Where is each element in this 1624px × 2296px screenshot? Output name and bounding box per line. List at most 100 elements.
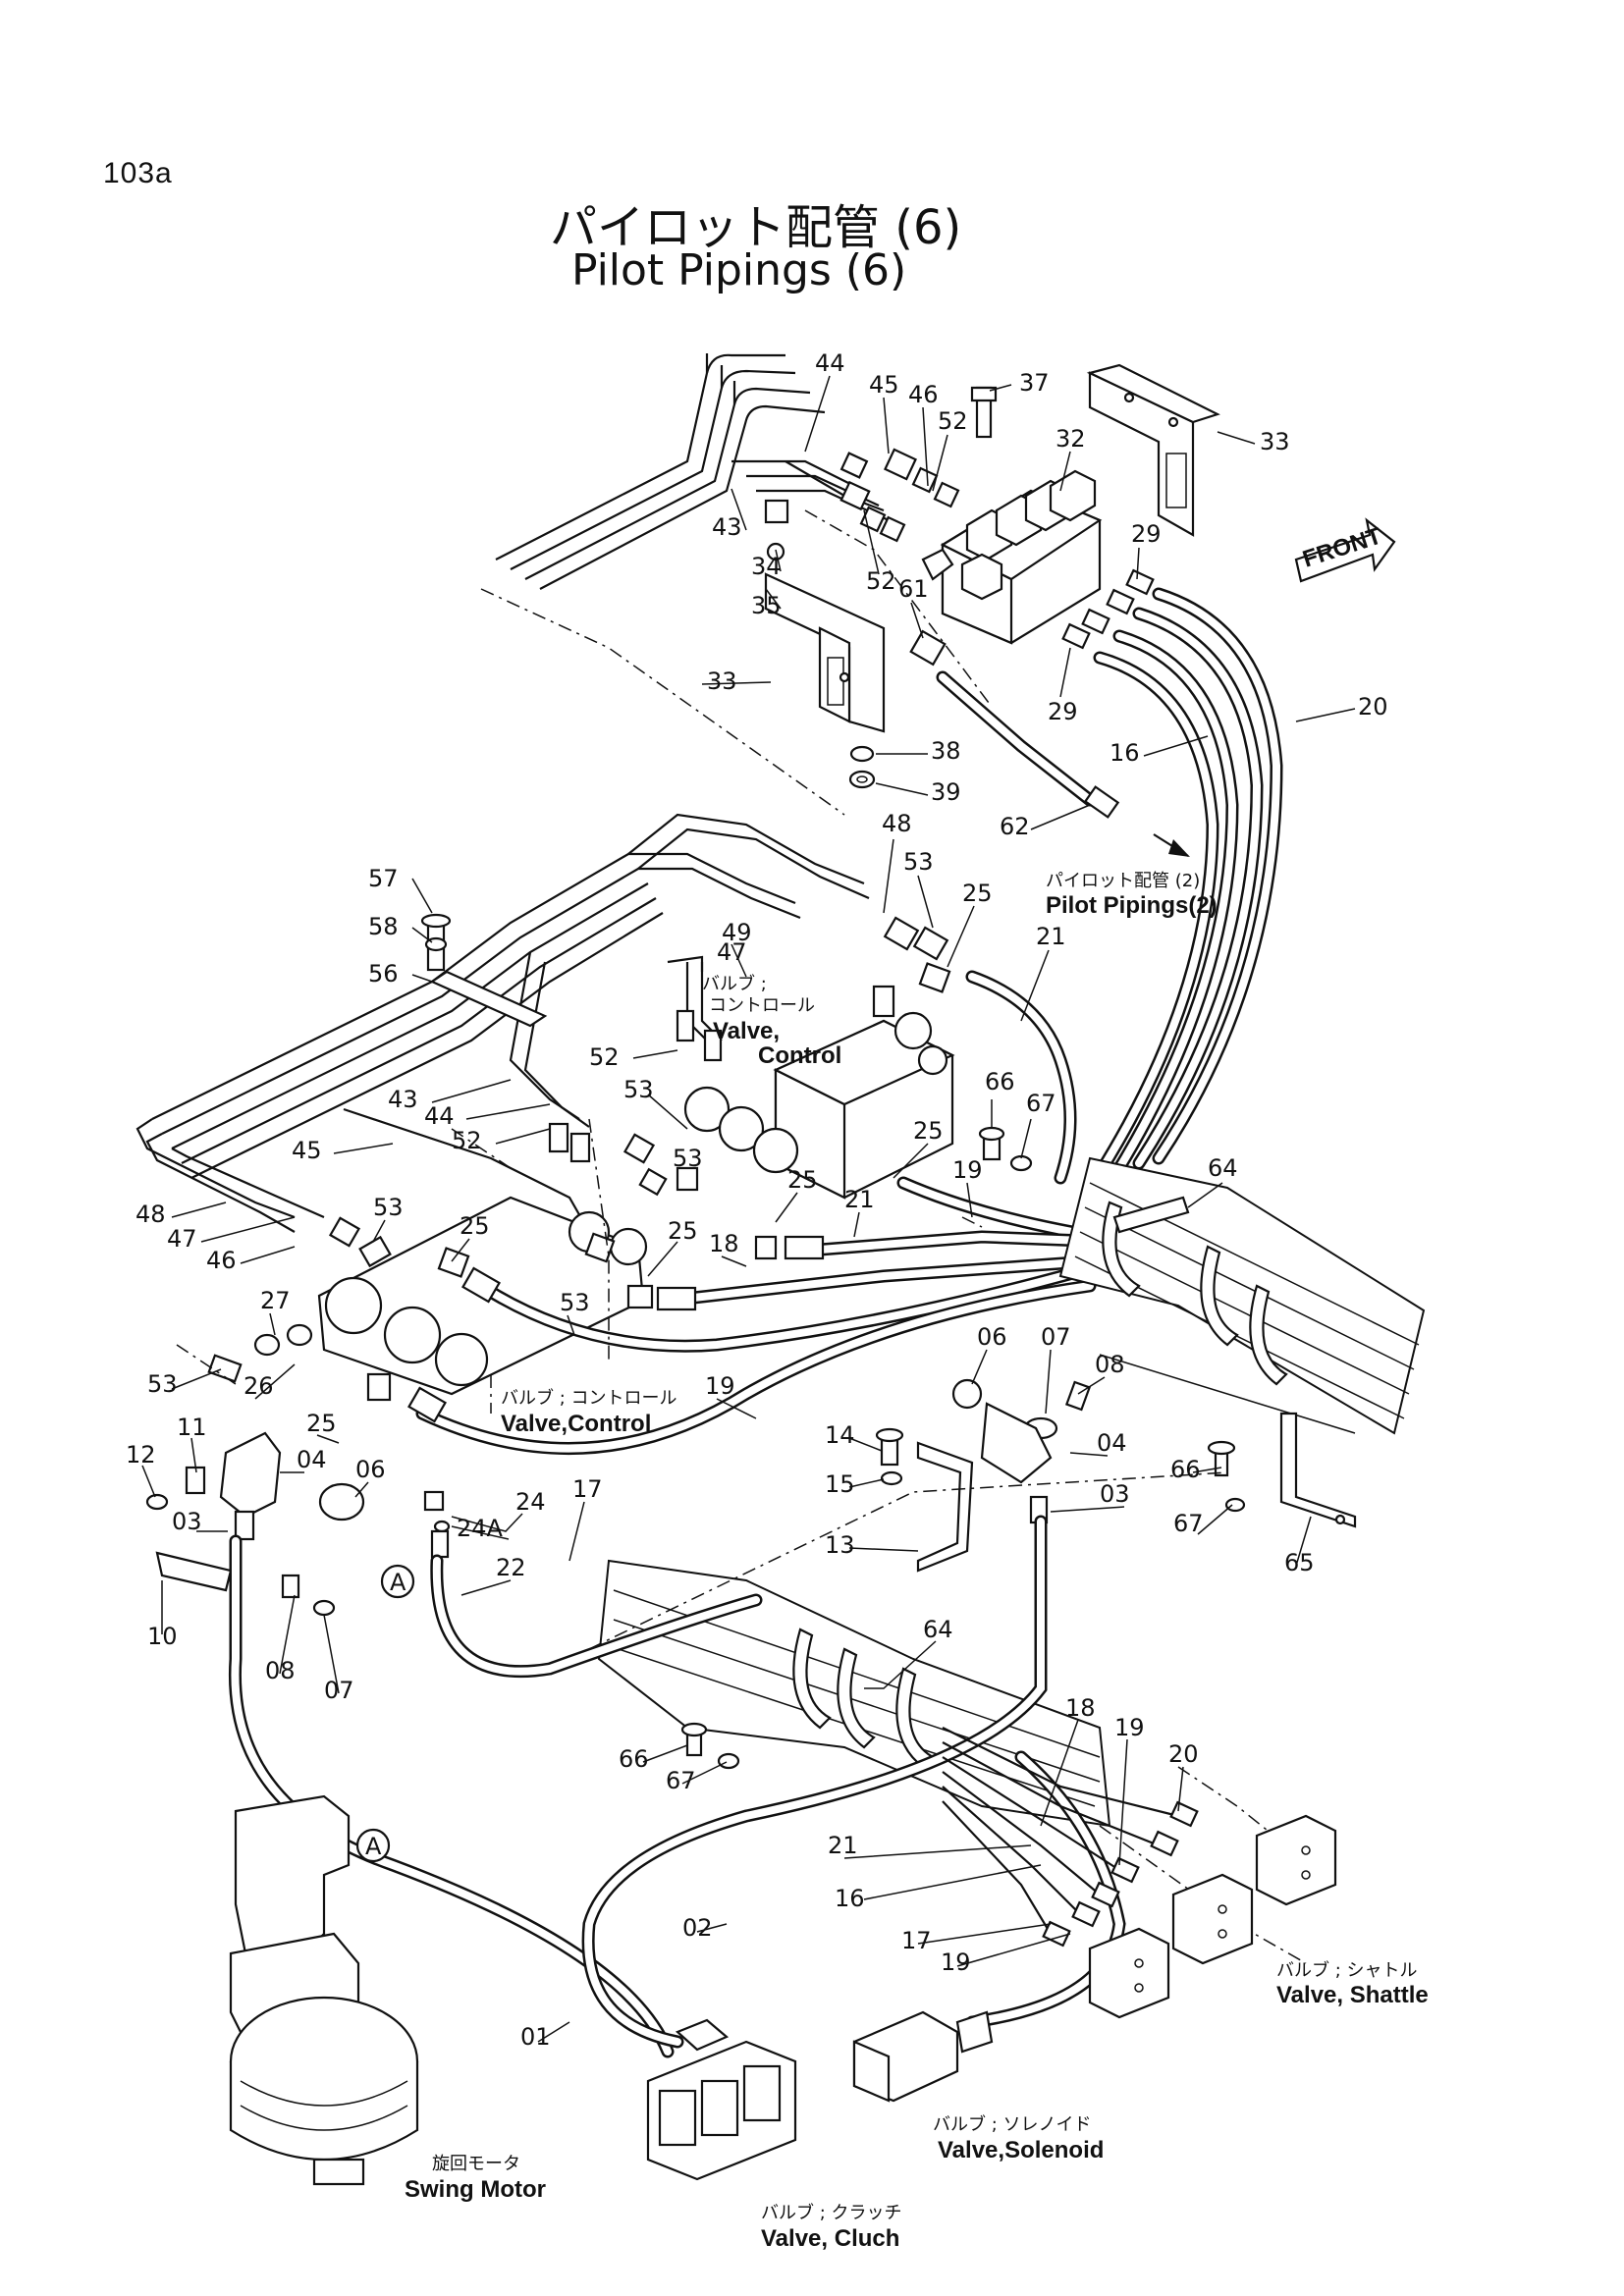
front-arrow: FRONT: [1294, 517, 1396, 583]
callout-19: 19: [1114, 1714, 1145, 1741]
callout-21: 21: [828, 1832, 858, 1859]
caption-control-top-en-1: Valve,: [713, 1018, 780, 1044]
callout-37: 37: [1019, 369, 1050, 397]
callout-21: 21: [1036, 923, 1066, 950]
callout-08: 08: [1095, 1351, 1125, 1378]
callout-47: 47: [717, 938, 747, 966]
washer-nut-38-39: [848, 745, 876, 789]
control-block-32: [921, 469, 1103, 645]
caption-swing-jp: 旋回モータ: [432, 2154, 520, 2174]
upper-dashed-outline: [480, 509, 993, 816]
control-valve-block-upper: [683, 1011, 955, 1200]
callout-32: 32: [1056, 425, 1086, 453]
callout-67: 67: [1026, 1090, 1056, 1117]
callout-33: 33: [1260, 428, 1290, 455]
caption-control-top-jp-1: バルブ ;: [702, 973, 767, 994]
leader-lines: [141, 375, 1356, 2043]
callout-12: 12: [126, 1441, 156, 1468]
callout-52: 52: [589, 1043, 620, 1071]
callout-45: 45: [292, 1137, 322, 1164]
callout-35: 35: [751, 592, 782, 619]
bracket-33-upper: [1086, 363, 1220, 537]
callout-25: 25: [668, 1217, 698, 1245]
callout-48: 48: [882, 810, 912, 837]
callout-25: 25: [460, 1212, 490, 1240]
callout-52: 52: [452, 1127, 482, 1154]
callout-46: 46: [206, 1247, 237, 1274]
callout-58: 58: [368, 913, 399, 940]
callout-44: 44: [815, 349, 845, 377]
callout-44: 44: [424, 1102, 455, 1130]
callout-25: 25: [913, 1117, 944, 1145]
callout-53: 53: [623, 1076, 654, 1103]
callout-29: 29: [1131, 520, 1162, 548]
callout-46: 46: [908, 381, 939, 408]
caption-shuttle-jp: バルブ ; シャトル: [1276, 1959, 1418, 1981]
middle-dashed-outline: [176, 1118, 983, 1414]
callout-20: 20: [1358, 693, 1388, 721]
callout-34: 34: [751, 553, 782, 580]
svg-text:A: A: [365, 1833, 382, 1860]
caption-clutch-en: Valve, Cluch: [761, 2225, 899, 2252]
callout-13: 13: [825, 1531, 855, 1559]
callout-16: 16: [835, 1885, 865, 1912]
callout-52: 52: [938, 407, 968, 435]
callout-29: 29: [1048, 698, 1078, 725]
title-japanese: パイロット配管 (6): [550, 200, 962, 255]
callout-19: 19: [705, 1372, 735, 1400]
callout-18: 18: [709, 1230, 739, 1257]
svg-text:A: A: [390, 1569, 406, 1596]
caption-pilot-ref-en: Pilot Pipings(2): [1046, 892, 1218, 919]
callout-04: 04: [297, 1446, 327, 1473]
callout-53: 53: [147, 1370, 178, 1398]
callout-25: 25: [306, 1410, 337, 1437]
callout-07: 07: [1041, 1323, 1071, 1351]
callout-38: 38: [931, 737, 961, 765]
elbow-61-and-hose-62: [909, 629, 1190, 857]
callout-67: 67: [666, 1767, 696, 1794]
callout-07: 07: [324, 1677, 354, 1704]
upper-pipe-bundle: [495, 353, 890, 590]
callout-33: 33: [707, 667, 737, 695]
callout-20: 20: [1168, 1740, 1199, 1768]
caption-swing-en: Swing Motor: [405, 2176, 546, 2203]
callout-53: 53: [560, 1289, 590, 1316]
fittings-29: [1061, 568, 1155, 650]
lower-dashed-outline: [588, 1471, 1307, 1964]
callout-66: 66: [619, 1745, 649, 1773]
caption-control-top-jp-2: コントロール: [709, 995, 815, 1016]
callout-61: 61: [898, 575, 929, 603]
callout-14: 14: [825, 1421, 855, 1449]
callout-53: 53: [673, 1145, 703, 1172]
bracket-56: [420, 913, 548, 1028]
callout-21: 21: [844, 1186, 875, 1213]
hose-bundle-lower: [597, 1559, 1111, 1828]
callout-06: 06: [355, 1456, 386, 1483]
lower-hoses: [228, 1515, 1126, 2058]
callout-49: 49: [722, 919, 752, 946]
hoses-16-20: [1093, 587, 1283, 1180]
bracket-13: [875, 1427, 974, 1573]
pressure-switch-right: [951, 1378, 1092, 1524]
callout-27: 27: [260, 1287, 291, 1314]
callout-25: 25: [962, 880, 993, 907]
callout-02: 02: [682, 1914, 713, 1942]
callout-17: 17: [901, 1927, 932, 1954]
callout-25: 25: [787, 1166, 818, 1194]
callout-64: 64: [1208, 1154, 1238, 1182]
callout-66: 66: [985, 1068, 1015, 1095]
callout-67: 67: [1173, 1510, 1204, 1537]
caption-pilot-ref-jp: パイロット配管 (2): [1046, 871, 1200, 891]
caption-control-low-jp: バルブ ; コントロール: [501, 1387, 677, 1409]
callout-labels: 44 45 46 37 52 32 33 43 34 35 52 61 29 3…: [126, 349, 1388, 2051]
captions: パイロット配管 (2) Pilot Pipings(2) バルブ ; コントロー…: [405, 871, 1429, 2252]
callout-56: 56: [368, 960, 399, 988]
callout-24: 24: [515, 1488, 546, 1516]
callout-62: 62: [1000, 813, 1030, 840]
callout-57: 57: [368, 865, 399, 892]
callout-48: 48: [135, 1201, 166, 1228]
callout-64: 64: [923, 1616, 953, 1643]
callout-19: 19: [941, 1949, 971, 1976]
